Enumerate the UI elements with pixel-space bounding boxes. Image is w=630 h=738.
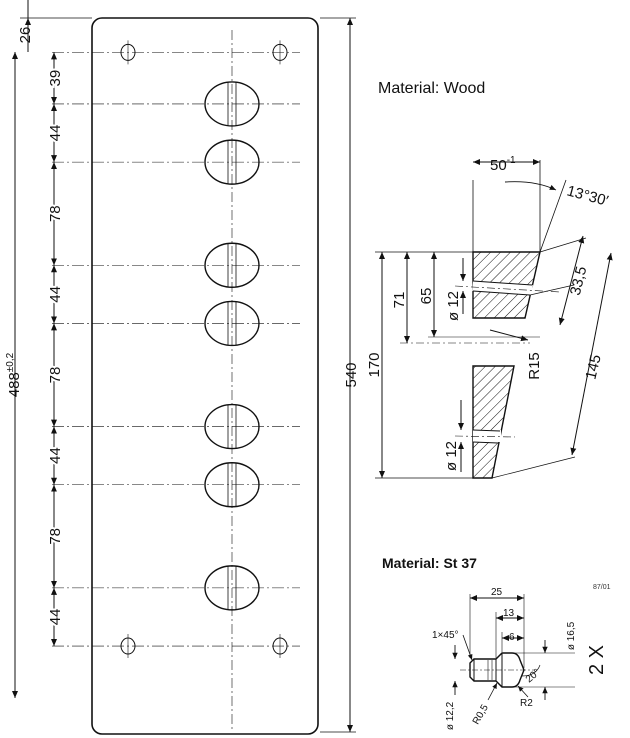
dowel-hole: [204, 300, 260, 347]
wood-radius-label: R15: [526, 352, 543, 380]
wood-profile-lower: [472, 365, 515, 479]
pin-dia16-5-label: ø 16,5: [566, 621, 577, 650]
pin-quantity-label: 2 X: [586, 645, 608, 675]
wood-angle-label: 13°30′: [565, 182, 610, 209]
board-view: 540 26 488±0,2 39 44 78 44 78 44 78 44: [5, 0, 360, 735]
wood-dia12-upper-label: ø 12: [445, 291, 462, 321]
spacing-dim-label: 78: [47, 205, 64, 222]
top-offset-label: 26: [17, 27, 34, 44]
drawing-number: 87/01: [593, 584, 611, 591]
pin-dia12-2-label: ø 12,2: [445, 701, 456, 730]
dowel-hole: [204, 242, 260, 288]
wood-width-value: 50: [490, 157, 507, 174]
overall-length-label: 540: [343, 362, 360, 387]
board-spacing-dims: 39 44 78 44 78 44 78 44: [45, 52, 66, 647]
wood-33-5-label: 33,5: [567, 265, 591, 297]
pin-6-label: 6: [509, 632, 515, 643]
dowel-hole: [204, 565, 260, 611]
hole-span-value: 488: [6, 372, 23, 397]
hole-span-label: 488±0,2: [5, 352, 23, 397]
wood-width-label: 50-1: [490, 155, 516, 174]
wood-section-view: Material: Wood 50-1 13°30′ 33,5: [366, 80, 613, 479]
wood-material-label: Material: Wood: [378, 80, 485, 97]
spacing-dim-label: 44: [47, 609, 64, 626]
wood-width-tol: -1: [507, 155, 516, 166]
pin-r2-label: R2: [520, 698, 533, 709]
spacing-dim-label: 44: [47, 286, 64, 303]
spacing-dim-label: 44: [47, 447, 64, 464]
dowel-hole: [204, 403, 260, 450]
pin-length-label: 25: [491, 587, 503, 598]
pin-13-label: 13: [503, 608, 515, 619]
spacing-dim-label: 78: [47, 528, 64, 545]
pin-material-label: Material: St 37: [382, 555, 477, 571]
board-holes: [52, 40, 300, 659]
dowel-hole: [204, 462, 260, 508]
wood-71-label: 71: [391, 292, 408, 309]
wood-170-label: 170: [366, 352, 383, 377]
pin-chamfer-label: 1×45°: [432, 630, 459, 641]
spacing-dim-label: 78: [47, 367, 64, 384]
spacing-dim-label: 39: [47, 70, 64, 87]
spacing-dim-label: 44: [47, 125, 64, 142]
wood-dia12-lower-label: ø 12: [443, 441, 460, 471]
pin-angle-label: 20°: [524, 667, 543, 685]
wood-145-label: 145: [583, 353, 605, 381]
dowel-hole: [204, 81, 260, 127]
pin-view: Material: St 37 87/01 25 13 6 1×45° ø 16…: [382, 555, 611, 730]
wood-65-label: 65: [418, 288, 435, 305]
dowel-hole: [204, 139, 260, 185]
pin-r05-label: R0,5: [471, 702, 491, 726]
board-outline: [91, 17, 319, 735]
hole-span-tolerance: ±0,2: [5, 352, 16, 372]
